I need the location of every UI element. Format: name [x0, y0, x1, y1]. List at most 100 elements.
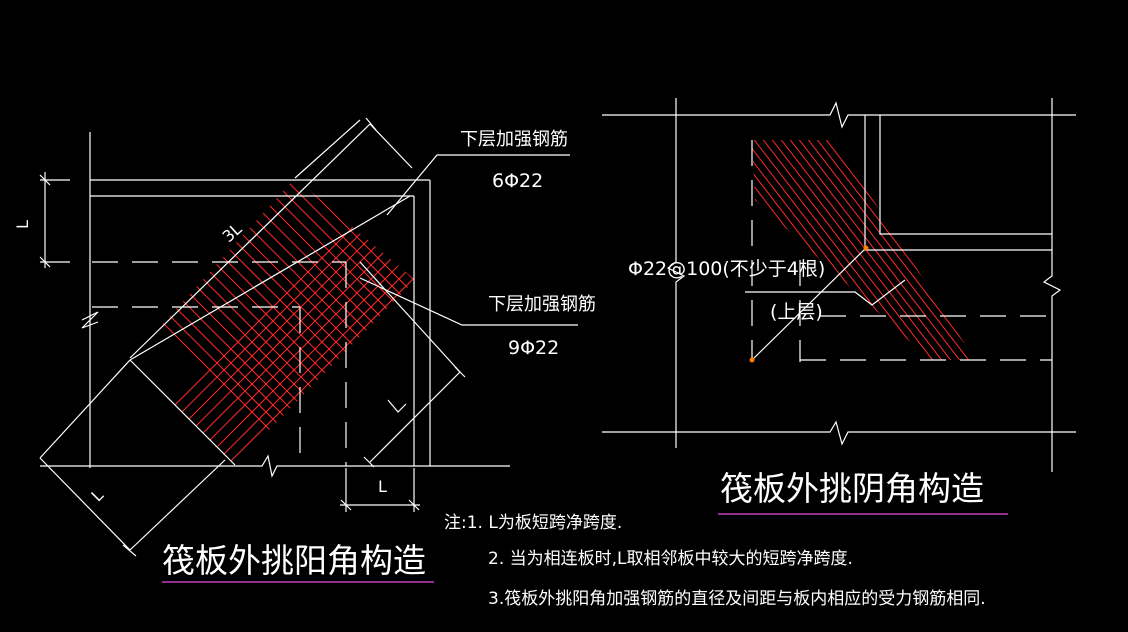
- rebar-line: [130, 178, 415, 465]
- right-rebar-spec: Φ22@100(不少于4根): [628, 258, 825, 280]
- rebar-line: [349, 178, 415, 465]
- rebar-line: [752, 140, 919, 360]
- dim-L-bottom-text: L: [378, 477, 387, 496]
- rebar-line: [810, 140, 975, 360]
- rebar-line: [265, 178, 415, 465]
- rebar-line: [169, 178, 415, 465]
- note-3: 3.筏板外挑阳角加强钢筋的直径及间距与板内相应的受力钢筋相同.: [488, 589, 986, 609]
- rebar-line: [752, 140, 946, 360]
- rebar-line: [155, 178, 415, 465]
- rebar-line: [891, 140, 975, 360]
- rebar-line: [183, 178, 415, 465]
- dim-3L-line: [129, 123, 371, 359]
- rebar-line: [476, 160, 816, 500]
- rebar-line: [774, 140, 975, 360]
- right-detail-title: 筏板外挑阴角构造: [720, 469, 984, 508]
- rebar-line: [363, 178, 415, 465]
- rebar-line: [209, 178, 415, 465]
- right-detail: [602, 98, 1076, 472]
- rebar-line: [873, 140, 975, 360]
- rebar-line: [752, 140, 975, 360]
- dim-L-corner-mark: [387, 399, 407, 413]
- dim-3L-ext: [369, 123, 413, 169]
- diag-band-lower: [129, 195, 411, 361]
- dim-L-right-tick-a: [454, 366, 466, 378]
- right-right-edge: [1042, 98, 1062, 472]
- dim-L-diag-b: [39, 457, 131, 551]
- right-diag-limit: [751, 247, 867, 361]
- rebar-line: [752, 140, 928, 360]
- rebar-line: [752, 140, 901, 360]
- rebar-line: [490, 160, 830, 500]
- rebar-line: [900, 140, 975, 360]
- rebar-line: [377, 178, 415, 465]
- left-break-symbol: [81, 311, 99, 329]
- rebar-callout-2-label: 下层加强钢筋: [488, 294, 596, 315]
- rebar-line: [211, 178, 415, 465]
- rebar-callout-1-label: 下层加强钢筋: [460, 129, 568, 150]
- rebar-line: [801, 140, 975, 360]
- rebar-callout-1-spec: 6Φ22: [492, 170, 543, 192]
- right-dashed-beams: [751, 140, 1052, 362]
- rebar-line: [864, 140, 975, 360]
- rebar-line: [504, 160, 844, 500]
- rebar-line: [518, 160, 858, 500]
- opening-outline-outer: [864, 115, 1052, 251]
- rebar-line: [448, 160, 788, 500]
- rebar-line: [130, 178, 415, 465]
- rebar-line: [532, 160, 872, 500]
- dim-3L-tick: [365, 117, 377, 131]
- rebar-line: [195, 178, 415, 465]
- diag-band-left: [129, 359, 236, 466]
- rebar-line: [882, 140, 975, 360]
- rebar-line: [546, 160, 886, 500]
- rebar-line: [307, 178, 415, 465]
- right-marker-1: [749, 357, 755, 363]
- rebar-line: [783, 140, 975, 360]
- rebar-line: [462, 160, 802, 500]
- right-rebar-layer: (上层): [770, 301, 823, 323]
- rebar-line: [321, 178, 415, 465]
- dashed-beam-lines: [92, 261, 347, 466]
- rebar-line: [130, 178, 415, 465]
- rebar-line: [752, 140, 937, 360]
- right-left-edge: [666, 98, 686, 448]
- rebar-line: [130, 178, 415, 465]
- rebar-line: [293, 178, 415, 465]
- rebar-line: [752, 140, 910, 360]
- rebar-line: [434, 160, 774, 500]
- rebar-line: [279, 178, 415, 465]
- rebar-line: [181, 178, 415, 465]
- diag-band-right: [359, 261, 461, 373]
- rebar-callout-2-spec: 9Φ22: [508, 337, 559, 359]
- dim-L-right-diag: [369, 371, 461, 463]
- rebar-line: [130, 178, 415, 465]
- rebar-line: [405, 178, 415, 465]
- dim-L-tick: [122, 544, 137, 557]
- rebar-line: [153, 178, 415, 465]
- rebar-line: [846, 140, 975, 360]
- rebar-line: [756, 140, 975, 360]
- rebar-line: [752, 140, 975, 360]
- right-top-edge: [602, 101, 1076, 129]
- rebar-line: [130, 178, 397, 465]
- right-leader: [745, 279, 906, 306]
- dim-L-diag-c: [129, 459, 226, 551]
- diag-dim-top: [294, 119, 361, 179]
- rebar-line: [130, 178, 411, 465]
- slab-bottom-edge: [40, 454, 510, 478]
- dim-L-left-text: L: [13, 220, 32, 229]
- rebar-line: [335, 178, 415, 465]
- left-detail-title: 筏板外挑阳角构造: [162, 541, 426, 580]
- leader-6phi22: [386, 154, 570, 216]
- rebar-line: [819, 140, 975, 360]
- rebar-line: [420, 160, 760, 500]
- rebar-line: [391, 178, 415, 465]
- rebar-line: [752, 140, 975, 360]
- rebar-line: [197, 178, 415, 465]
- rebar-line: [752, 140, 964, 360]
- rebar-line: [752, 140, 975, 360]
- rebar-line: [139, 178, 415, 465]
- rebar-line: [855, 140, 975, 360]
